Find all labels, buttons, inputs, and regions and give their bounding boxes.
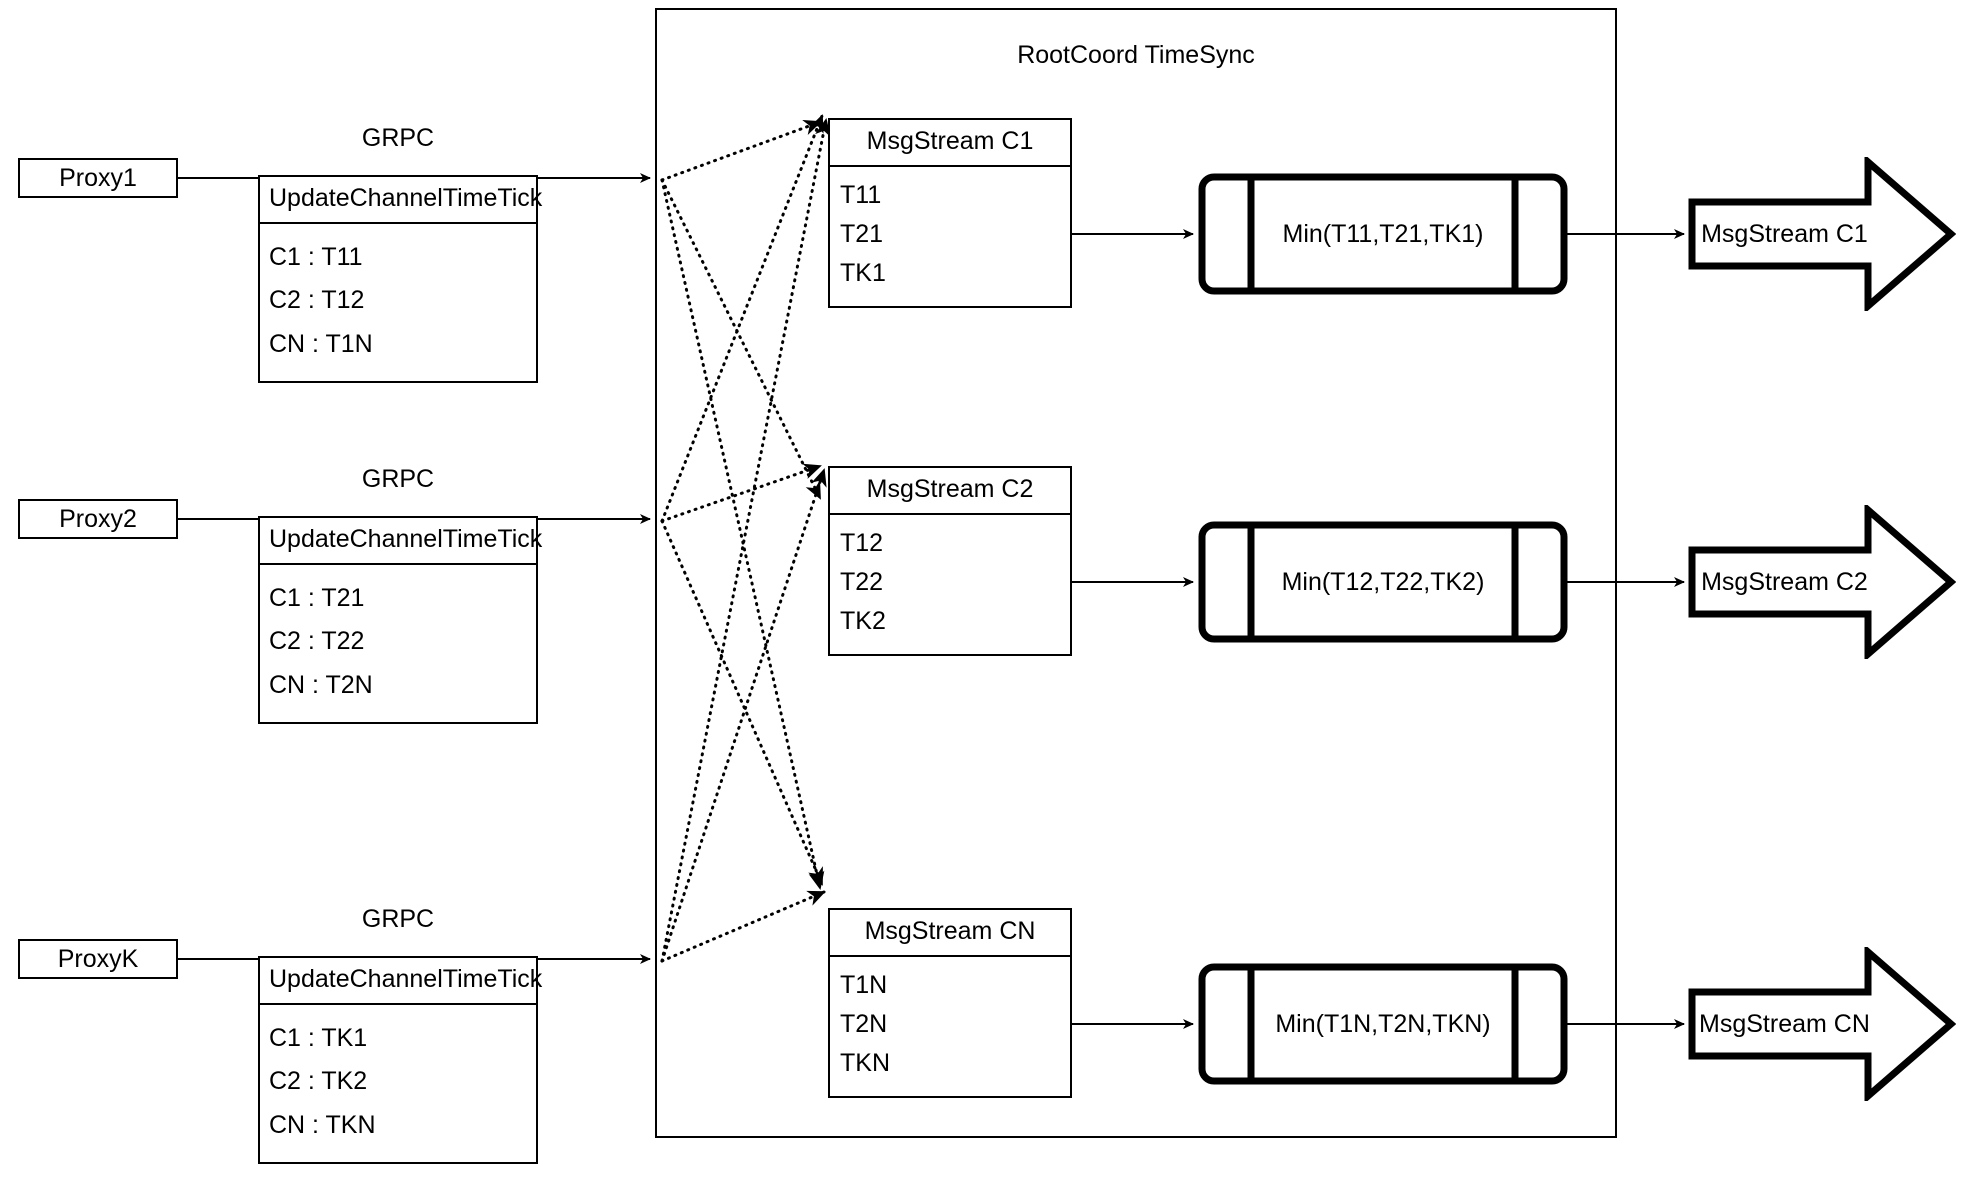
rootcoord-timesync-title: RootCoord TimeSync	[1017, 41, 1255, 69]
msgstream-row: TKN	[840, 1049, 890, 1077]
grpc-label-1: GRPC	[361, 124, 435, 152]
proxy-box-1[interactable]: Proxy1	[18, 158, 178, 198]
proxy-box-3[interactable]: ProxyK	[18, 939, 178, 979]
msgstream-rows-3: T1N T2N TKN	[830, 957, 1070, 1096]
uct-row: C2 : T12	[269, 286, 365, 314]
msgstream-row: T21	[840, 220, 884, 248]
uct-row: C1 : TK1	[269, 1023, 368, 1052]
msgstream-row: T2N	[840, 1010, 888, 1038]
msgstream-rows-1: T11 T21 TK1	[830, 167, 1070, 306]
proxy-box-2[interactable]: Proxy2	[18, 499, 178, 539]
msgstream-row: TK1	[840, 259, 886, 287]
uct-row: CN : TKN	[269, 1110, 376, 1139]
uct-row: CN : T1N	[269, 329, 373, 358]
uct-title-2: UpdateChannelTimeTick	[260, 518, 542, 565]
uct-row: C1 : T21	[269, 583, 365, 612]
msgstream-table-3: MsgStream CN T1N T2N TKN	[828, 908, 1072, 1098]
uct-rows-1: C1 : T11 C2 : T12 CN : T1N	[260, 224, 536, 381]
msgstream-table-2: MsgStream C2 T12 T22 TK2	[828, 466, 1072, 656]
uct-title-1: UpdateChannelTimeTick	[260, 177, 542, 224]
uct-row: CN : T2N	[269, 670, 373, 699]
update-channel-timetick-table-2: UpdateChannelTimeTick C1 : T21 C2 : T22 …	[258, 516, 542, 724]
msgstream-row: T22	[840, 568, 884, 596]
msgstream-row: T12	[840, 529, 884, 557]
grpc-label-2: GRPC	[361, 465, 435, 493]
min-process-label-1: Min(T11,T21,TK1)	[1282, 219, 1484, 248]
uct-rows-2: C1 : T21 C2 : T22 CN : T2N	[260, 565, 536, 722]
uct-title-3: UpdateChannelTimeTick	[260, 958, 542, 1005]
update-channel-timetick-table-3: UpdateChannelTimeTick C1 : TK1 C2 : TK2 …	[258, 956, 542, 1164]
msgstream-title-3: MsgStream CN	[830, 910, 1070, 957]
msgstream-table-1: MsgStream C1 T11 T21 TK1	[828, 118, 1072, 308]
output-block-arrow-3: MsgStream CN	[1688, 947, 1956, 1101]
output-block-arrow-label-3: MsgStream CN	[1699, 1009, 1870, 1038]
min-process-2: Min(T12,T22,TK2)	[1198, 521, 1568, 643]
msgstream-title-1: MsgStream C1	[830, 120, 1070, 167]
msgstream-row: T11	[840, 181, 882, 209]
output-block-arrow-2: MsgStream C2	[1688, 505, 1956, 659]
min-process-1: Min(T11,T21,TK1)	[1198, 173, 1568, 295]
output-block-arrow-label-1: MsgStream C1	[1701, 219, 1868, 248]
min-process-3: Min(T1N,T2N,TKN)	[1198, 963, 1568, 1085]
rootcoord-timesync-container	[655, 8, 1617, 1138]
output-block-arrow-1: MsgStream C1	[1688, 157, 1956, 311]
update-channel-timetick-table-1: UpdateChannelTimeTick C1 : T11 C2 : T12 …	[258, 175, 542, 383]
min-process-label-2: Min(T12,T22,TK2)	[1281, 567, 1485, 596]
msgstream-row: TK2	[840, 607, 886, 635]
msgstream-row: T1N	[840, 971, 888, 999]
uct-rows-3: C1 : TK1 C2 : TK2 CN : TKN	[260, 1005, 536, 1162]
uct-row: C1 : T11	[269, 242, 363, 271]
output-block-arrow-label-2: MsgStream C2	[1701, 567, 1868, 596]
msgstream-title-2: MsgStream C2	[830, 468, 1070, 515]
msgstream-rows-2: T12 T22 TK2	[830, 515, 1070, 654]
uct-row: C2 : T22	[269, 627, 365, 655]
uct-row: C2 : TK2	[269, 1067, 368, 1095]
min-process-label-3: Min(T1N,T2N,TKN)	[1275, 1009, 1491, 1038]
grpc-label-3: GRPC	[361, 905, 435, 933]
